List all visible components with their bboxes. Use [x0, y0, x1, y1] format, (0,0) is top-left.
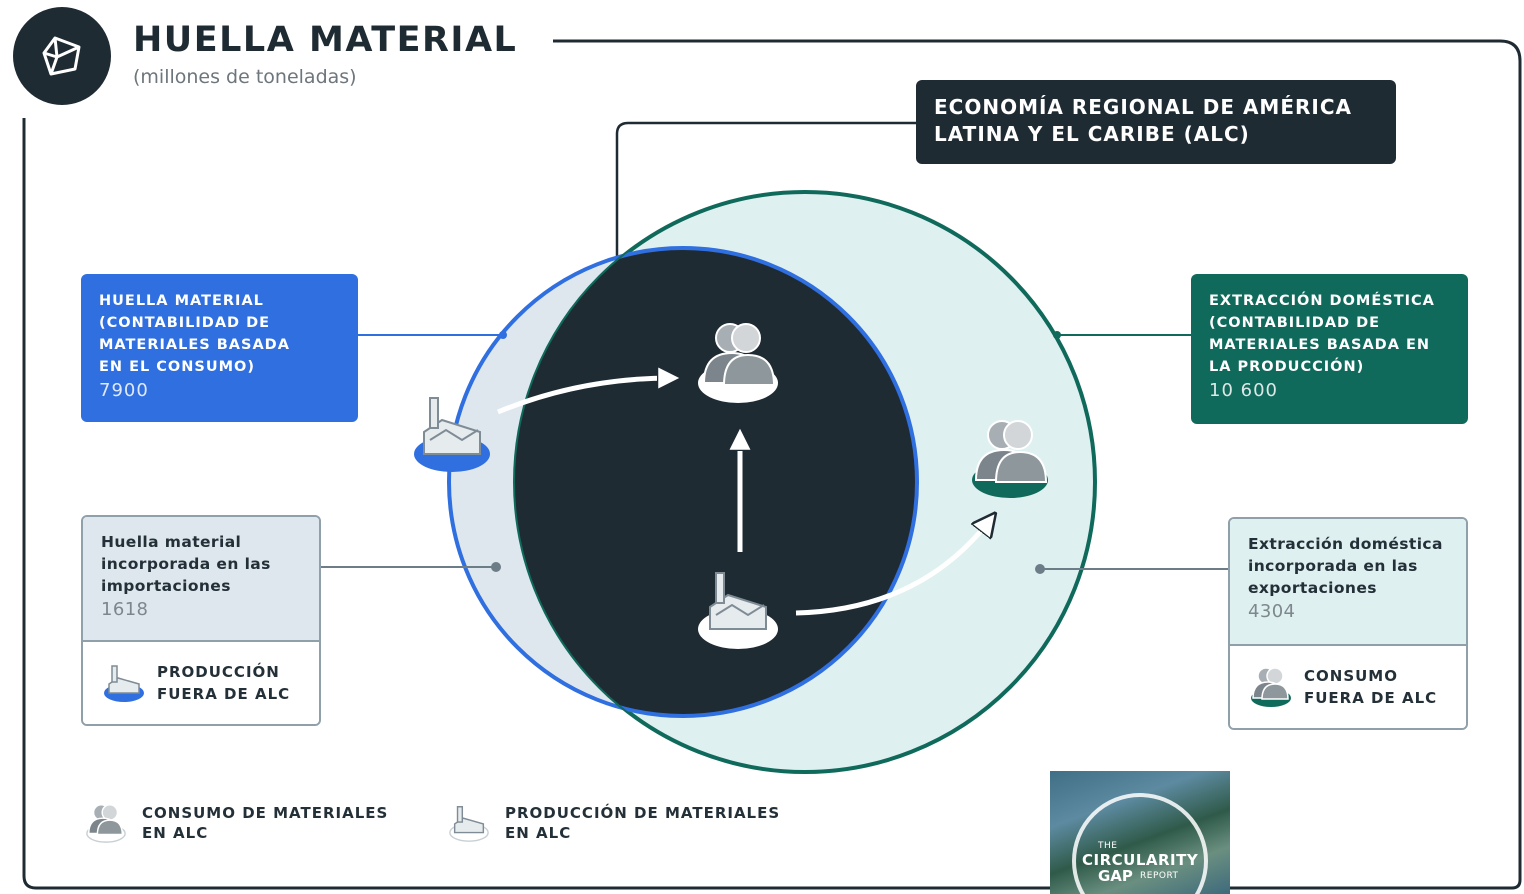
- exports-panel-text: Extracción doméstica incorporada en las …: [1230, 519, 1466, 648]
- cover-circularity: CIRCULARITY: [1082, 851, 1199, 869]
- legend-line: EN ALC: [505, 824, 572, 842]
- region-label-line: ECONOMÍA REGIONAL DE AMÉRICA: [934, 95, 1352, 119]
- region-label: ECONOMÍA REGIONAL DE AMÉRICA LATINA Y EL…: [916, 80, 1396, 164]
- consumption-outside-label: CONSUMO FUERA DE ALC: [1230, 644, 1466, 728]
- panel-line: exportaciones: [1248, 579, 1377, 597]
- box-line: HUELLA MATERIAL: [99, 293, 264, 309]
- arrow-production-to-export: [795, 520, 990, 616]
- box-line: EXTRACCIÓN DOMÉSTICA: [1209, 293, 1435, 309]
- cover-gap: GAP: [1098, 867, 1133, 885]
- panel-bottom-line: CONSUMO: [1304, 667, 1398, 685]
- box-line: MATERIALES BASADA: [99, 337, 290, 353]
- box-line: (CONTABILIDAD DE: [99, 315, 271, 331]
- box-line: EN EL CONSUMO): [99, 359, 255, 375]
- legend-line: PRODUCCIÓN DE MATERIALES: [505, 804, 781, 822]
- people-icon: [972, 420, 1048, 498]
- imports-value: 1618: [101, 599, 149, 620]
- factory-icon: [104, 665, 144, 702]
- factory-icon: [449, 806, 489, 842]
- logo-badge: [13, 7, 111, 105]
- box-line: MATERIALES BASADA EN: [1209, 337, 1431, 353]
- region-connector: [615, 121, 916, 262]
- exports-panel: Extracción doméstica incorporada en las …: [1228, 517, 1468, 730]
- domestic-extraction-value: 10 600: [1209, 380, 1278, 401]
- page-subtitle: (millones de toneladas): [133, 66, 357, 88]
- report-cover-thumbnail: THE CIRCULARITY GAP REPORT: [1050, 771, 1230, 894]
- panel-bottom-line: PRODUCCIÓN: [157, 663, 280, 681]
- panel-bottom-line: FUERA DE ALC: [157, 685, 291, 703]
- consumption-footprint-value: 7900: [99, 380, 149, 401]
- arrow-import-to-consumption: [497, 378, 672, 415]
- consumption-footprint-box: HUELLA MATERIAL (CONTABILIDAD DE MATERIA…: [81, 274, 358, 422]
- box-line: (CONTABILIDAD DE: [1209, 315, 1381, 331]
- legend-line: CONSUMO DE MATERIALES: [142, 804, 389, 822]
- production-outside-label: PRODUCCIÓN FUERA DE ALC: [83, 640, 319, 724]
- imports-panel: Huella material incorporada en las impor…: [81, 515, 321, 726]
- imports-panel-text: Huella material incorporada en las impor…: [83, 517, 319, 644]
- page-title: HUELLA MATERIAL: [133, 20, 518, 60]
- panel-line: incorporada en las: [1248, 557, 1418, 575]
- panel-line: importaciones: [101, 577, 231, 595]
- intersection-area: [515, 246, 919, 718]
- exports-value: 4304: [1248, 601, 1296, 622]
- cover-the: THE: [1098, 841, 1118, 851]
- people-icon: [1251, 667, 1291, 707]
- factory-icon: [698, 572, 778, 649]
- legend-production: PRODUCCIÓN DE MATERIALES EN ALC: [447, 800, 780, 846]
- panel-line: Huella material: [101, 533, 242, 551]
- panel-line: incorporada en las: [101, 555, 271, 573]
- region-label-line: LATINA Y EL CARIBE (ALC): [934, 122, 1250, 146]
- domestic-extraction-box: EXTRACCIÓN DOMÉSTICA (CONTABILIDAD DE MA…: [1191, 274, 1468, 424]
- factory-icon: [414, 397, 490, 472]
- legend-line: EN ALC: [142, 824, 209, 842]
- legend-consumption: CONSUMO DE MATERIALES EN ALC: [84, 800, 388, 846]
- cube-outline-icon: [42, 36, 81, 76]
- cover-report: REPORT: [1140, 871, 1179, 881]
- people-icon: [86, 804, 126, 843]
- panel-bottom-line: FUERA DE ALC: [1304, 689, 1438, 707]
- panel-line: Extracción doméstica: [1248, 535, 1443, 553]
- people-icon: [698, 323, 778, 403]
- box-line: LA PRODUCCIÓN): [1209, 359, 1365, 375]
